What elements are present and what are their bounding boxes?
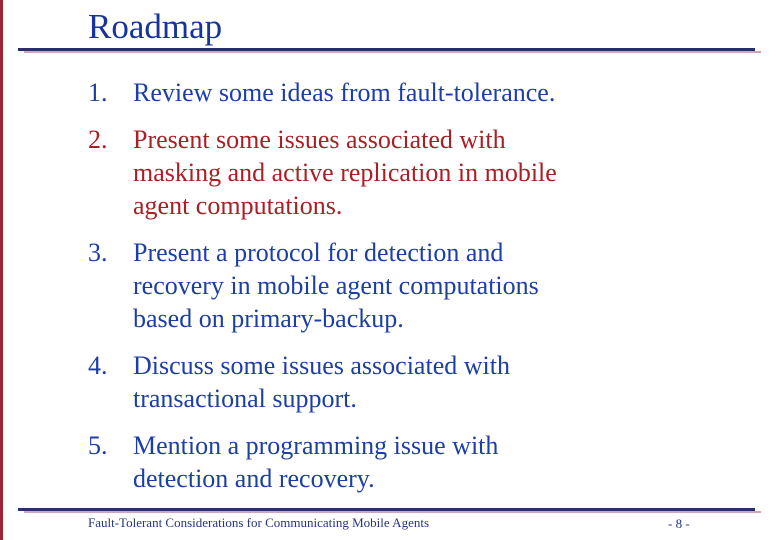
roadmap-item-5: 5. Mention a programming issue with dete… — [88, 429, 688, 495]
item-number: 2. — [88, 125, 108, 154]
item-text: Discuss some issues associated with tran… — [133, 351, 510, 413]
item-number: 1. — [88, 78, 108, 107]
item-number: 3. — [88, 238, 108, 267]
roadmap-item-4: 4. Discuss some issues associated with t… — [88, 349, 688, 415]
item-text: Present some issues associated with mask… — [133, 125, 557, 220]
page-number: - 8 - — [668, 516, 690, 531]
header-rule — [18, 48, 761, 53]
item-number: 5. — [88, 431, 108, 460]
roadmap-item-1: 1. Review some ideas from fault-toleranc… — [88, 76, 688, 109]
roadmap-item-2: 2. Present some issues associated with m… — [88, 123, 688, 222]
roadmap-list: 1. Review some ideas from fault-toleranc… — [88, 76, 688, 509]
item-text: Present a protocol for detection and rec… — [133, 238, 539, 333]
roadmap-item-3: 3. Present a protocol for detection and … — [88, 236, 688, 335]
item-number: 4. — [88, 351, 108, 380]
left-edge-accent-line — [0, 0, 3, 540]
item-text: Mention a programming issue with detecti… — [133, 431, 499, 493]
slide-title: Roadmap — [88, 7, 223, 46]
item-text: Review some ideas from fault-tolerance. — [133, 78, 556, 107]
footer-caption: Fault-Tolerant Considerations for Commun… — [88, 515, 430, 530]
footer-rule — [18, 508, 761, 513]
